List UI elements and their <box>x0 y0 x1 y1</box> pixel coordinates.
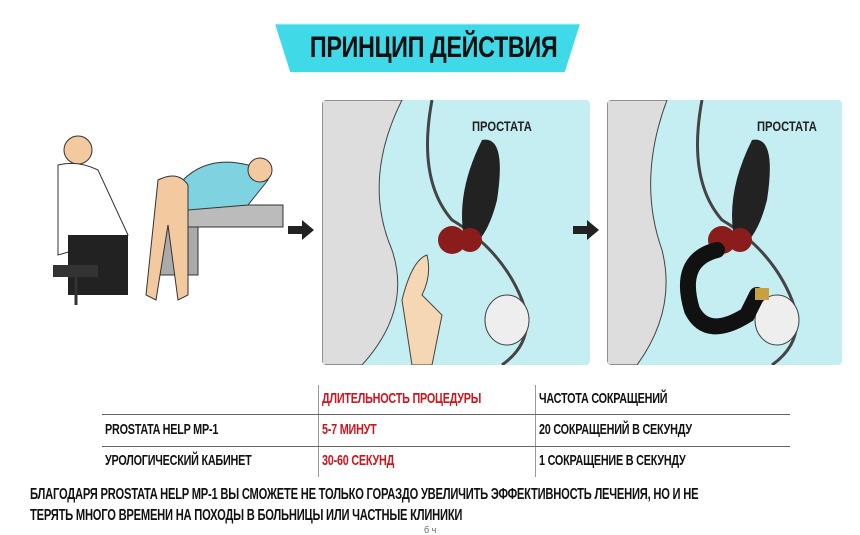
frequency-value: 20 СОКРАЩЕНИЙ В СЕКУНДУ <box>539 421 692 438</box>
footer-text-line1: БЛАГОДАРЯ PROSTATA HELP MP-1 ВЫ СМОЖЕТЕ … <box>30 486 699 503</box>
prostate-label: ПРОСТАТА <box>757 118 817 134</box>
prostate-label: ПРОСТАТА <box>472 118 532 134</box>
row-label: УРОЛОГИЧЕСКИЙ КАБИНЕТ <box>105 452 252 469</box>
row-divider <box>102 446 790 447</box>
panel-manual-massage: ПРОСТАТА <box>322 100 590 365</box>
title-banner: ПРИНЦИП ДЕЙСТВИЯ <box>275 23 580 73</box>
panel-device-massage: ПРОСТАТА <box>607 100 842 365</box>
row-divider <box>102 414 790 415</box>
doctor-exam-illustration <box>53 135 284 305</box>
duration-value: 5-7 МИНУТ <box>322 421 377 438</box>
column-divider <box>535 385 536 477</box>
arrow-right-icon <box>573 220 599 240</box>
arrow-right-icon <box>288 220 314 240</box>
header-frequency: ЧАСТОТА СОКРАЩЕНИЙ <box>539 390 668 407</box>
column-divider <box>318 385 319 477</box>
frequency-value: 1 СОКРАЩЕНИЕ В СЕКУНДУ <box>539 452 686 469</box>
row-label: PROSTATA HELP MP-1 <box>105 421 219 438</box>
duration-value: 30-60 СЕКУНД <box>322 452 395 469</box>
page-mark: б ч <box>424 525 437 535</box>
anatomy-device-illustration <box>607 100 800 365</box>
anatomy-illustration <box>322 100 530 365</box>
page-title: ПРИНЦИП ДЕЙСТВИЯ <box>309 31 558 64</box>
footer-text-line2: ТЕРЯТЬ МНОГО ВРЕМЕНИ НА ПОХОДЫ В БОЛЬНИЦ… <box>30 507 463 524</box>
header-duration: ДЛИТЕЛЬНОСТЬ ПРОЦЕДУРЫ <box>322 390 482 407</box>
